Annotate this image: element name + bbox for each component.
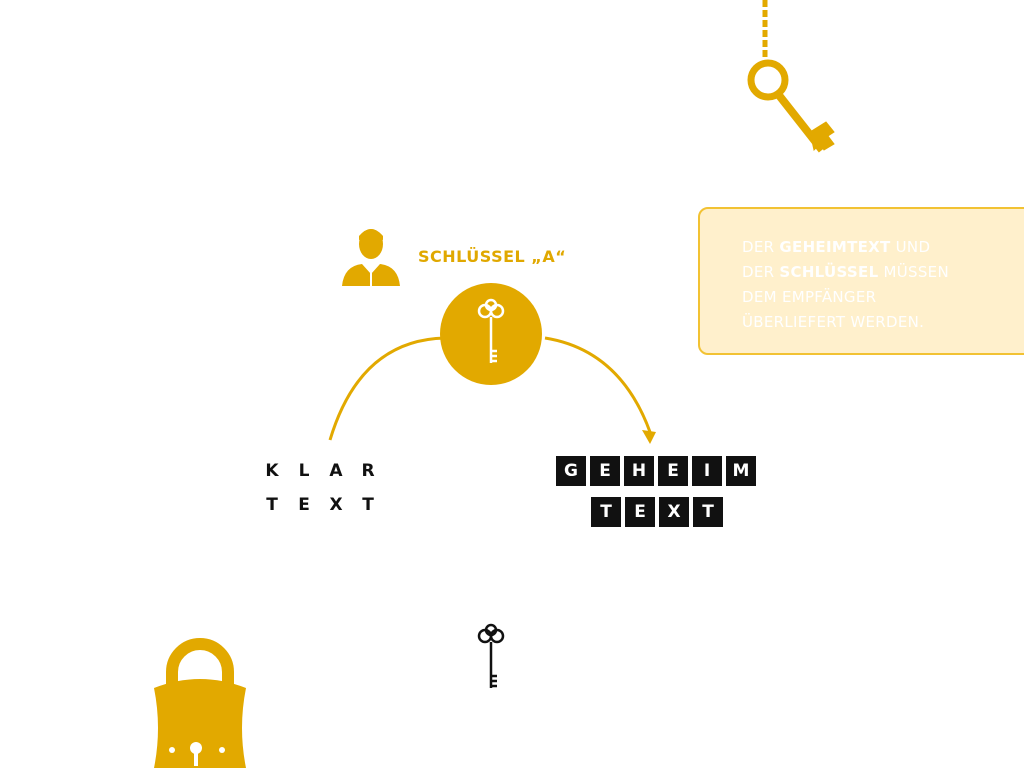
padlock-icon <box>154 638 246 768</box>
key-a-label: SCHLÜSSEL „A“ <box>418 247 567 266</box>
letter-cell: X <box>322 490 350 520</box>
klartext-grid: K L A R T E X T <box>258 456 382 520</box>
key-icon-black <box>477 623 505 688</box>
letter-cell: A <box>322 456 350 486</box>
info-box: DER GEHEIMTEXT UND DER SCHLÜSSEL MÜSSEN … <box>698 207 1024 355</box>
letter-cell: G <box>556 456 586 486</box>
user-avatar-icon <box>342 229 400 286</box>
letter-cell: E <box>625 497 655 527</box>
letter-cell: T <box>354 490 382 520</box>
letter-cell: L <box>290 456 318 486</box>
letter-cell: R <box>354 456 382 486</box>
letter-cell: H <box>624 456 654 486</box>
letter-cell: T <box>693 497 723 527</box>
letter-cell: E <box>590 456 620 486</box>
letter-cell: E <box>658 456 688 486</box>
letter-cell: X <box>659 497 689 527</box>
letter-cell: I <box>692 456 722 486</box>
bottom-key-label: SCHLÜSSEL „A“ <box>420 736 562 755</box>
title-line-2: VERSCHLÜSSELUNG <box>269 138 755 189</box>
letter-cell: E <box>290 490 318 520</box>
key-icon <box>477 298 505 363</box>
letter-cell: K <box>258 456 286 486</box>
letter-cell: M <box>726 456 756 486</box>
letter-cell: T <box>591 497 621 527</box>
hanging-key-icon <box>747 0 835 153</box>
key-a-circle <box>440 283 542 385</box>
encryption-arc <box>328 336 656 444</box>
title-line-1: SYMMETRISCHE <box>319 92 705 143</box>
geheimtext-row-2: T E X T <box>591 497 723 527</box>
letter-cell: T <box>258 490 286 520</box>
geheimtext-row-1: G E H E I M <box>556 456 756 486</box>
